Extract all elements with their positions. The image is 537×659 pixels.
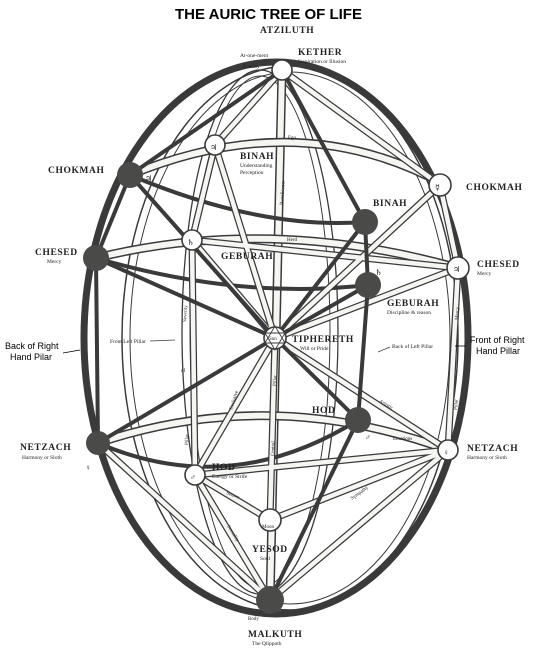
back-right-note-2: Hand Pilar: [10, 352, 52, 362]
hod-back-name: HOD: [312, 406, 335, 416]
geburah-back-name: GEBURAH: [387, 299, 439, 309]
yesod-name: YESOD: [252, 545, 288, 555]
chesed-right-sphere: [446, 256, 470, 280]
chokmah-right-name: CHOKMAH: [466, 183, 522, 193]
kether-extra-1: At-one-ment: [240, 53, 269, 59]
jupiter-glyph-icon: ♃: [210, 143, 217, 152]
saturn-glyph-icon: ♄: [187, 238, 194, 247]
back-right-pointer: [62, 349, 81, 354]
malkuth-small: Body: [248, 617, 259, 622]
kether-sphere: [271, 59, 293, 81]
path-label-severity: Severity: [183, 305, 189, 322]
star-icon: [264, 325, 286, 351]
front-spheres: [181, 59, 470, 532]
paths: [94, 67, 462, 603]
netzach-left-name: NETZACH: [20, 443, 71, 453]
outer-aura-front-inner: [129, 71, 451, 605]
yesod-center: Moon: [262, 525, 274, 530]
path-label-ego: Ego: [288, 136, 297, 141]
path-label-beneficence: Beneficence: [280, 179, 287, 205]
back-spheres: [83, 162, 381, 614]
path-label-senses: Senses: [225, 491, 240, 500]
mars-glyph-icon: ♂: [190, 473, 196, 482]
yesod-sphere: [258, 508, 282, 532]
kether-name: KETHER: [298, 48, 342, 58]
back-right-note-1: Back of Right: [5, 341, 59, 351]
chokmah-left-name: CHOKMAH: [48, 166, 104, 176]
chokmah-left-sphere: [117, 162, 143, 188]
chesed-left-sub: Mercy: [47, 259, 62, 265]
tiphereth-sub: Will or Pride: [300, 346, 329, 352]
malkuth-sub: The Qlippoth: [252, 641, 282, 647]
path-label-emotions: Emotions: [393, 437, 412, 442]
path-label-exclusive: Exclusive: [229, 390, 240, 411]
hod-inner-sphere: [184, 464, 206, 486]
netzach-right-sphere: [437, 439, 459, 461]
binah-inner-sub2: Perception: [240, 170, 264, 176]
middle-ring: [94, 234, 460, 291]
back-left-pointer: [377, 346, 391, 353]
netzach-right-sub: Harmony or Sloth: [467, 455, 507, 461]
netzach-left-sphere: [86, 431, 110, 455]
hod-back-sphere: [345, 407, 371, 433]
malkuth-sphere: [256, 586, 284, 614]
venus-glyph-icon: ♀: [443, 448, 449, 457]
jupiter-glyph-2-icon: ♃: [453, 265, 460, 274]
mars-glyph-2-icon: ♂: [365, 433, 371, 442]
yesod-sub: Soul: [260, 556, 271, 562]
geburah-back-sphere: [355, 272, 381, 298]
back-left-pillar-note: Back of Left Pillar: [392, 343, 433, 350]
front-left-pointer: [149, 339, 176, 342]
binah-inner-name: BINAH: [240, 152, 274, 162]
path-label-of: of: [181, 369, 186, 374]
chesed-right-sub: Mercy: [477, 271, 492, 277]
front-left-pillar-note: Front Left Pillar: [110, 338, 146, 345]
binah-back-name: BINAH: [373, 199, 407, 209]
netzach-left-sub: Harmony or Sloth: [22, 455, 62, 461]
hod-inner-name: HOD: [212, 463, 235, 473]
kether-extra-2: Ecstasy: [243, 64, 260, 70]
chokmah-right-sphere: [428, 173, 452, 197]
diagram-title: THE AURIC TREE OF LIFE: [175, 6, 362, 23]
front-right-note-2: Hand Pillar: [476, 346, 520, 356]
tiphereth-name: TIPHERETH: [292, 335, 354, 345]
binah-inner-sphere: [204, 134, 226, 156]
tiphereth-sphere: [263, 326, 287, 350]
chesed-left-sphere: [83, 245, 109, 271]
chesed-left-name: CHESED: [35, 248, 78, 258]
malkuth-name: MALKUTH: [248, 630, 302, 640]
venus-glyph-2-icon: ♀: [85, 463, 91, 472]
binah-back-sphere: [352, 209, 378, 235]
front-right-note-1: Front of Right: [470, 335, 525, 345]
path-label-herd: Herd: [287, 238, 297, 243]
mercury-glyph-icon: ☿: [435, 183, 440, 192]
world-label: ATZILUTH: [260, 26, 314, 36]
geburah-inner-sphere: [181, 229, 203, 251]
kether-sub: Inspiration or Illusion: [298, 59, 346, 65]
path-label-pillar-2: Pillar: [185, 434, 190, 445]
tiphereth-center: Sun: [269, 337, 277, 342]
path-label-central: Central: [271, 441, 277, 456]
hod-inner-sub: Energy or Strife: [212, 473, 248, 480]
binah-inner-sub1: Understanding: [240, 163, 273, 169]
path-label-pillar: Pillar: [273, 375, 278, 386]
path-label-pillar-3: Pillar: [454, 399, 460, 410]
planet-glyphs: ♃ ♄ ☿ ♃ ♂ ♀ ♀ ♂ ♄ ♃: [85, 143, 460, 482]
upper-ring: [128, 137, 448, 226]
geburah-back-sub: Discipline & reason: [387, 310, 431, 316]
jupiter-glyph-3-icon: ♃: [145, 174, 152, 183]
saturn-glyph-2-icon: ♄: [375, 268, 382, 277]
geburah-inner-name: GEBURAH: [221, 252, 273, 262]
netzach-right-name: NETZACH: [467, 444, 518, 454]
path-label-mercy: Mercy: [455, 306, 461, 320]
chesed-right-name: CHESED: [477, 260, 520, 270]
